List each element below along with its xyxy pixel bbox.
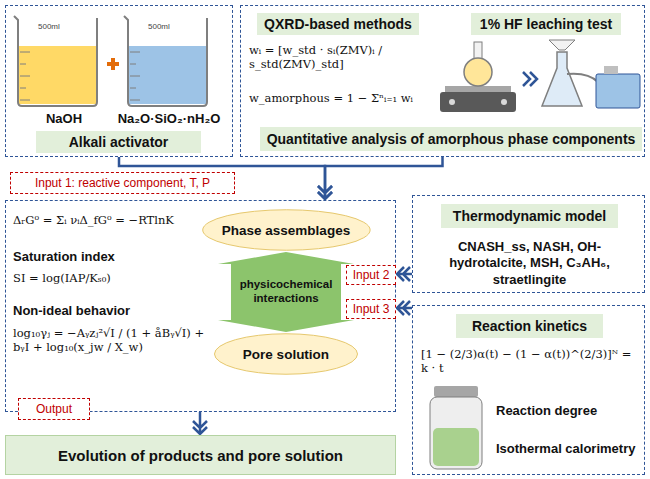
box-text: Reaction kinetics [472,318,587,334]
thermo-panel: CNASH_ss, NASH, OH-hydrotalcite, MSH, C₃… [412,195,645,293]
filtration-setup [542,40,640,108]
plus-sign [107,58,119,70]
beaker-ticks [130,52,140,100]
jar-lid [434,386,478,397]
equation: SI = log(IAP/Kₛ₀) [13,271,209,285]
flow-arrow [397,301,412,315]
box-text: Quantitative analysis of amorphous phase… [267,131,636,147]
box-text: Alkali activator [69,134,169,150]
input-tag: Input 1: reactive component, T, P [10,172,235,194]
box-text: 1% HF leaching test [480,16,612,32]
box-text: Input 3 [353,302,390,316]
result-ellipse: Phase assemblages [201,208,372,252]
beaker-ticks [20,52,30,100]
plate-top [445,86,511,92]
beaker-label: Na₂O·SiO₂·nH₂O [107,111,231,127]
box-text: Input 1: reactive component, T, P [35,176,210,190]
naoh-beaker [14,16,97,106]
section-heading: Saturation index [13,249,209,265]
panel-heading: Thermodynamic model [441,204,618,228]
bath-cap [604,66,618,74]
double-arrow [218,252,354,332]
equation: wᵢ = [w_std · sᵢ(ZMV)ᵢ / s_std(ZMV)_std] [249,43,437,72]
flask [464,58,492,86]
box-text: Thermodynamic model [453,208,606,224]
method-heading: QXRD-based methods [257,13,419,35]
method-heading: 1% HF leaching test [471,13,621,35]
naoh-liquid [19,46,96,104]
panel-heading: Quantitative analysis of amorphous phase… [260,127,643,151]
tube [567,74,598,82]
box-text: Phase assemblages [222,223,350,238]
beaker-glass [124,16,207,106]
result-ellipse: Pore solution [213,332,359,376]
output-tag: Output [18,398,90,420]
flow-arrow [318,157,443,199]
box-text: Output [36,402,72,416]
water-bath [596,74,640,108]
filter-flask [542,52,582,106]
jar-powder [433,428,479,466]
sample-jar [430,386,482,469]
method-label: Reaction degree [496,403,641,419]
equation: [1 − (2/3)α(t) − (1 − α(t))^(2/3)]ᴺ = k … [421,347,639,376]
box-text: QXRD-based methods [264,16,412,32]
silicate-beaker [124,16,207,106]
ellipse-shape [214,334,357,374]
box-text: Evolution of products and pore solution [58,447,343,464]
volume-label: 500ml [38,22,60,31]
equation: w_amorphous = 1 − Σⁿᵢ₌₁ wᵢ [249,91,437,105]
funnel [549,40,575,50]
silicate-liquid [129,46,206,104]
equation: log₁₀γⱼ = −Aᵧzⱼ²√I / (1 + åBᵧ√I) + bᵧI +… [13,326,209,355]
beaker-glass [14,16,97,106]
flow-arrow [193,412,207,434]
knob [501,99,507,105]
phase-list: CNASH_ss, NASH, OH-hydrotalcite, MSH, C₃… [423,239,636,288]
box-text: Input 2 [353,268,390,282]
panel-heading: Reaction kinetics [456,314,603,338]
volume-label: 500ml [148,22,170,31]
input-tag: Input 2 [346,265,397,285]
analysis-panel: wᵢ = [w_std · sᵢ(ZMV)ᵢ / s_std(ZMV)_std]… [240,5,645,157]
ellipse-shape [202,210,369,250]
jar-body [430,397,482,469]
box-text: Pore solution [243,347,329,362]
flow-arrow [397,267,412,281]
method-label: Isothermal calorimetry [496,441,641,457]
plate-base [440,92,516,112]
input-tag: Input 3 [346,299,397,319]
kinetics-panel: [1 − (2/3)α(t) − (1 − α(t))^(2/3)]ᴺ = k … [412,305,645,475]
process-chevron [523,72,537,86]
beaker-label: NaOH [23,111,105,127]
result-band: Evolution of products and pore solution [5,435,396,475]
knob [449,99,455,105]
equation: ΔᵣG⁰ = Σᵢ νᵢΔ_fG⁰ = −RTlnK [13,213,209,227]
section-heading: Non-ideal behavior [13,303,209,319]
arrow-label: physicochemical interactions [233,277,339,307]
hot-plate [440,42,516,112]
panel-heading: Alkali activator [36,131,201,153]
